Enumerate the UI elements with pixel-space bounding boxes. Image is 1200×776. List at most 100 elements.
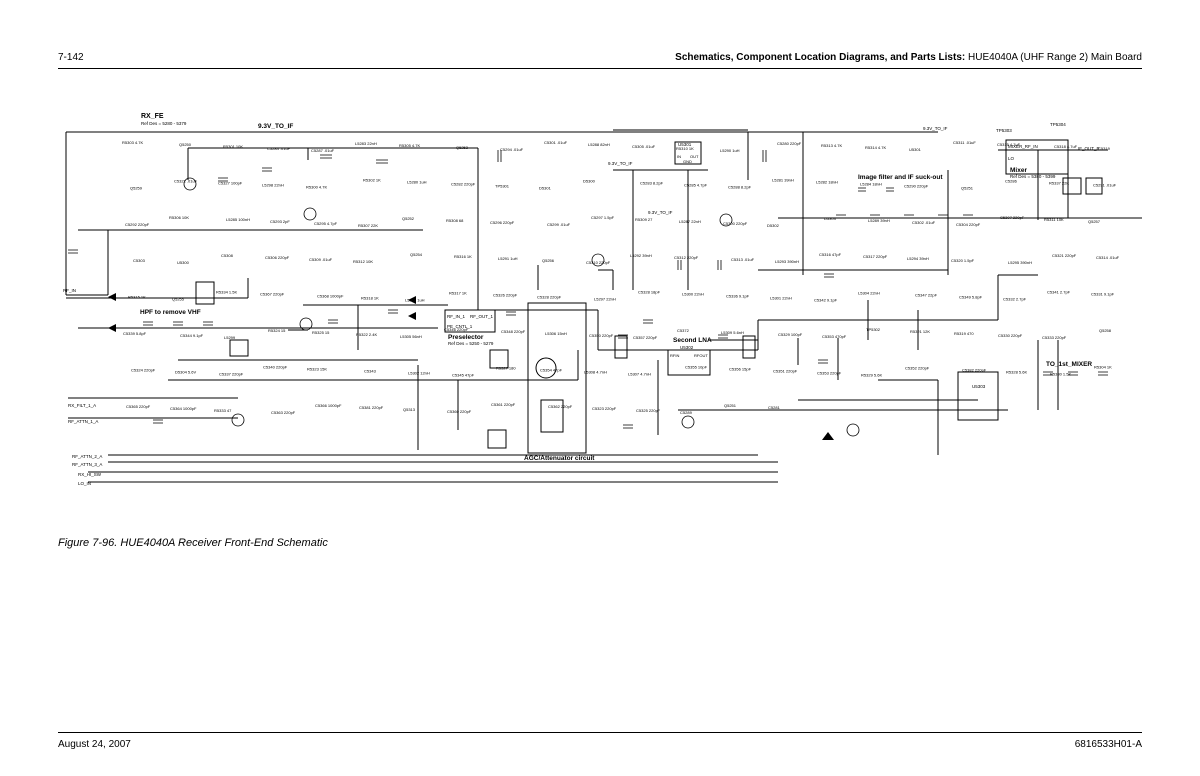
component-label: C5365 220pF <box>126 404 151 409</box>
component-label: C5381 220pF <box>359 405 384 410</box>
preselector-label: Preselector <box>448 334 484 341</box>
component-label: R5311 10K <box>1044 217 1064 222</box>
d5300-icon <box>108 324 116 332</box>
port-if-out: IF_OUT_P <box>1078 146 1100 151</box>
d5303-icon <box>408 312 416 320</box>
first-mixer-label: TO_1st_MIXER <box>1046 361 1092 368</box>
component-label: C5293 2pF <box>270 219 290 224</box>
component-label: C5327 100pF <box>218 180 243 185</box>
component-label: C5280 220pF <box>777 141 802 146</box>
component-label: C5331 9.1pF <box>1091 292 1115 297</box>
component-label: R5301 10K <box>223 144 243 149</box>
component-label: R5310 1K <box>676 146 694 151</box>
header-rule <box>58 68 1142 69</box>
component-label: C5343 <box>364 368 377 373</box>
component-label: R5305 4.7K <box>399 143 420 148</box>
component-label: R5315 1K <box>128 295 146 300</box>
u5300-box <box>540 399 564 433</box>
mixer-ref: Ref Des = 5380 - 5399 <box>1010 174 1056 179</box>
component-label: Q5253 <box>456 145 469 150</box>
component-label: L5290 1uH <box>720 148 740 153</box>
port-rf-attn2: RF_ATTN_2_A <box>72 454 102 459</box>
q5259-icon <box>719 213 733 227</box>
component-label: Q5257 <box>1088 219 1101 224</box>
component-label: L5306 15nH <box>545 331 567 336</box>
component-label: R5314 4.7K <box>865 145 886 150</box>
component-label: C5292 220pF <box>125 222 150 227</box>
component-label: C5336 9.1pF <box>726 294 750 299</box>
regulator-pin-out: OUT <box>690 154 699 159</box>
component-label: C5333 220pF <box>1042 335 1067 340</box>
component-label: C5360 220pF <box>447 409 472 414</box>
component-label: L5308 4.7nH <box>584 369 607 374</box>
q5255-icon <box>681 415 695 429</box>
component-label: C5347 22pF <box>915 293 938 298</box>
component-label: L5296 1uH <box>405 298 425 303</box>
component-label: C5382 220pF <box>962 367 987 372</box>
component-label: C5281 <box>768 405 781 410</box>
component-label: C5313 .01uF <box>731 257 755 262</box>
component-label: R5324 15 <box>268 328 286 333</box>
component-label: R5322 2.4K <box>356 332 377 337</box>
component-label: R5317 1K <box>449 291 467 296</box>
component-label: R5306 10K <box>169 215 189 220</box>
component-label: L5302 12nH <box>408 370 430 375</box>
component-label: C5340 220pF <box>263 364 288 369</box>
component-label: C5353 220pF <box>817 370 842 375</box>
component-label: C5346 220pF <box>444 327 469 332</box>
component-label: C5332 2.7pF <box>1003 297 1027 302</box>
component-label: C5315 4.7uF <box>997 142 1021 147</box>
d5304-icon <box>822 432 834 440</box>
lna-pin-out: RFOUT <box>694 353 708 358</box>
mixer-box <box>1005 139 1069 175</box>
component-label: R5313 4.7K <box>821 143 842 148</box>
agc-attenuator-box <box>527 302 587 454</box>
component-label: C5323 220pF <box>592 406 617 411</box>
footer-date: August 24, 2007 <box>58 739 131 750</box>
image-filter-label: Image filter and IF suck-out <box>858 174 943 181</box>
component-label: C5348 220pF <box>501 329 526 334</box>
port-lo-in: LO_IN <box>78 481 91 486</box>
component-label: L5289 39nH <box>868 218 890 223</box>
preselector-ref: Ref Des = 5250 - 5279 <box>448 341 494 346</box>
mixer-label: Mixer <box>1010 167 1027 174</box>
component-label: C5285 4.7pF <box>684 182 708 187</box>
q5254-icon <box>591 253 605 267</box>
component-label: C5283 8.2pF <box>640 180 664 185</box>
component-label: C5354 47pF <box>540 367 563 372</box>
regulator-pin-in: IN <box>677 154 681 159</box>
component-label: C5361 220pF <box>491 402 516 407</box>
component-label: C5311 .01uF <box>953 140 976 145</box>
footer-doc-number: 6816533H01-A <box>1074 739 1142 750</box>
component-label: C5289 <box>680 410 693 415</box>
component-label: C5318 4.7uF <box>1054 144 1078 149</box>
hpf-label: HPF to remove VHF <box>140 309 201 316</box>
component-label: C5290 220pF <box>904 183 929 188</box>
component-label: C5355 10pF <box>685 364 708 369</box>
footer-rule <box>58 732 1142 733</box>
rx-fe-ref: Ref Des = 5280 - 5379 <box>141 121 187 126</box>
component-label: C5363 220pF <box>271 410 296 415</box>
component-label: R5308 68 <box>446 218 464 223</box>
lna-pin-in: RFIN <box>670 353 679 358</box>
component-label: R5307 22K <box>358 223 378 228</box>
supply-label: 9.3V_TO_IF <box>258 123 293 130</box>
component-label: Q5259 <box>130 185 143 190</box>
first-mixer-ic-box <box>957 371 999 421</box>
block-boxes <box>195 139 1103 454</box>
component-label: U5300 <box>177 260 190 265</box>
component-label: L5295 390nH <box>1008 260 1032 265</box>
component-label: L5293 390nH <box>775 259 799 264</box>
q5251b-icon <box>231 413 245 427</box>
component-label: U5301 <box>909 147 922 152</box>
component-label: C5295 4.7pF <box>314 221 338 226</box>
component-label: C5294 .01uF <box>500 147 524 152</box>
component-label: C5353 470pF <box>822 334 847 339</box>
component-label: C5302 .01uF <box>912 220 936 225</box>
component-label: L5281 39nH <box>772 177 794 182</box>
component-label: C5345 47pF <box>452 372 475 377</box>
component-label: R5330 1.5K <box>1050 371 1071 376</box>
q5250-icon <box>183 177 197 191</box>
component-label: C5368 1000pF <box>317 294 344 299</box>
